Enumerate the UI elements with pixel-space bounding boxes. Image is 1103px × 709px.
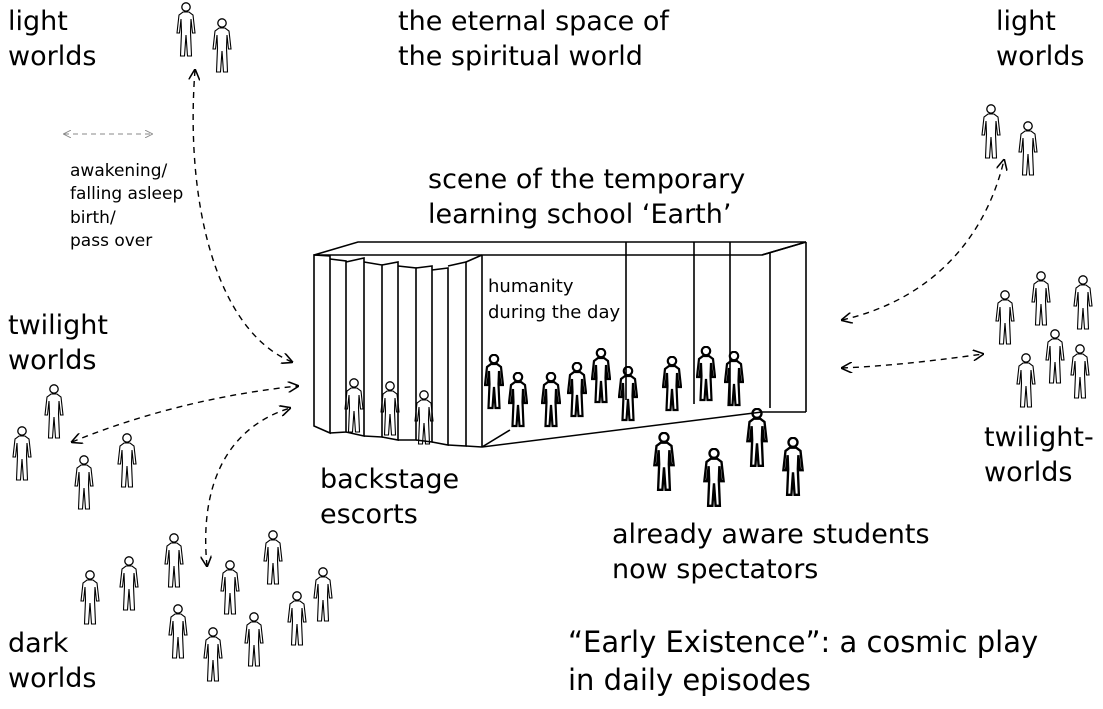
figures-light-worlds-right: [981, 104, 1038, 176]
figures-humanity-on-stage: [484, 346, 744, 428]
arrow-twilight-left-to-stage: [72, 386, 298, 442]
arrow-stage-to-twilight-right: [842, 354, 983, 368]
figures-twilight-worlds-left: [12, 384, 137, 510]
legend-text: awakening/ falling asleep birth/ pass ov…: [70, 161, 184, 252]
label-humanity: humanity during the day: [488, 276, 621, 324]
stage-box: [313, 241, 807, 448]
label-backstage-escorts: backstage escorts: [320, 464, 460, 531]
label-twilight-worlds-left: twilight worlds: [8, 310, 109, 377]
label-light-worlds-left: light worlds: [8, 6, 97, 73]
label-twilight-worlds-right: twilight- worlds: [984, 422, 1094, 489]
stage-wings: [313, 254, 483, 448]
arrow-stage-to-light-right: [842, 160, 1004, 320]
label-light-worlds-right: light worlds: [996, 6, 1085, 73]
caption: “Early Existence”: a cosmic play in dail…: [568, 625, 1039, 697]
figures-twilight-worlds-right: [995, 271, 1093, 408]
arrow-dark-to-stage: [206, 408, 290, 566]
figures-light-worlds-left: [176, 2, 232, 73]
label-eternal-space: the eternal space of the spiritual world: [398, 6, 669, 73]
label-spectators: already aware students now spectators: [612, 519, 930, 586]
label-scene: scene of the temporary learning school ‘…: [428, 164, 746, 231]
label-dark-worlds: dark worlds: [8, 628, 97, 695]
arrow-light-left-to-stage: [193, 70, 292, 362]
